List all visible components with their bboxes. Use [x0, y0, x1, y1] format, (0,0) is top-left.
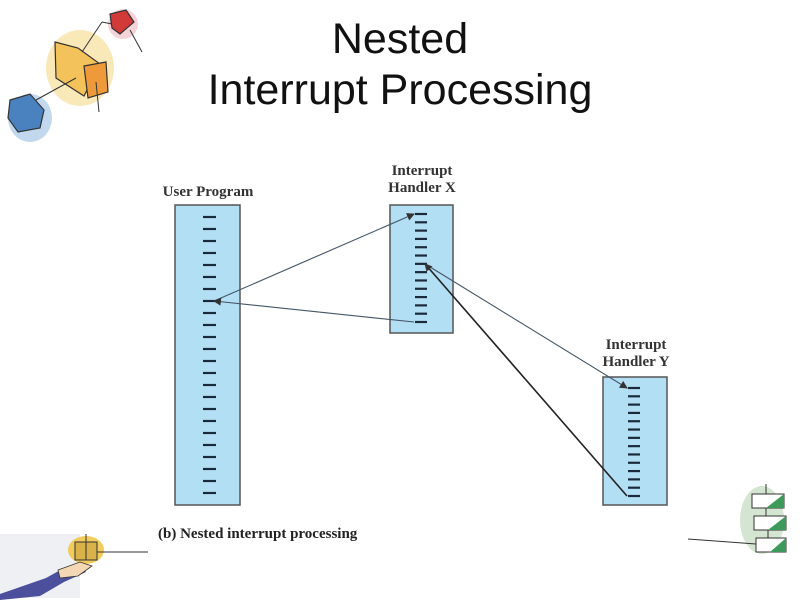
label-user-program: User Program: [158, 184, 258, 201]
title-line-1: Nested: [331, 15, 469, 63]
figure-caption: (b) Nested interrupt processing: [158, 526, 358, 542]
hand-holding-box-icon: [0, 534, 148, 600]
interrupt-arrow-user-program-to-handler-x: [213, 213, 415, 302]
stacked-green-blocks-icon: [687, 484, 787, 554]
label-line: Interrupt: [605, 337, 667, 353]
label-handler-x: Interrupt Handler X: [372, 163, 472, 197]
label-line: Handler Y: [602, 354, 670, 370]
label-line: User Program: [162, 184, 254, 200]
interrupt-arrow-handler-x-to-handler-y: [424, 263, 628, 389]
box-handler-y: [602, 376, 668, 506]
box-user-program: [174, 204, 241, 506]
label-handler-y: Interrupt Handler Y: [586, 337, 686, 371]
cubes-clipart-icon: [7, 9, 143, 142]
label-line: Handler X: [388, 180, 456, 196]
box-handler-x: [389, 204, 454, 334]
return-arrow-handler-y-to-handler-x: [424, 263, 628, 497]
title-line-2: Interrupt Processing: [207, 66, 593, 114]
return-arrow-handler-x-to-user-program: [213, 297, 415, 323]
label-line: Interrupt: [391, 163, 453, 179]
slide-title: Nested Interrupt Processing: [150, 14, 650, 116]
